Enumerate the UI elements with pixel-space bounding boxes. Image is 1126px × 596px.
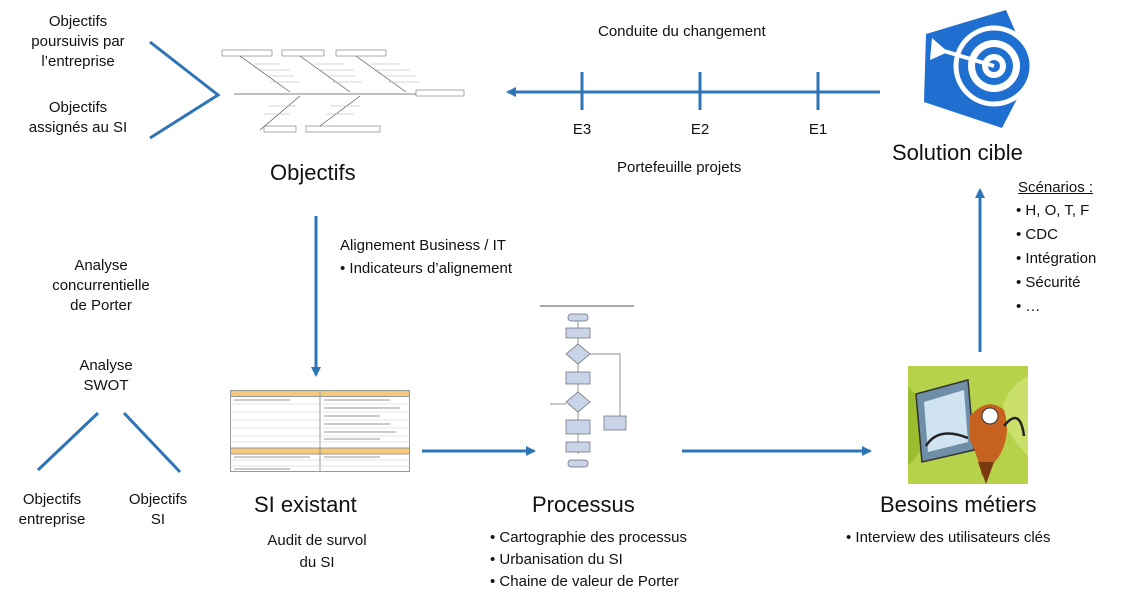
scenario-item: …: [1016, 295, 1096, 319]
processus-bullets: Cartographie des processus Urbanisation …: [490, 527, 687, 593]
scenario-item: Intégration: [1016, 247, 1096, 271]
processus-title: Processus: [532, 492, 635, 517]
objectifs-si-text: Objectifs assignés au SI: [28, 99, 128, 136]
alignement-bullets: Indicateurs d’alignement: [340, 258, 512, 280]
scenario-item: Sécurité: [1016, 271, 1096, 295]
fishbone-diagram-thumbnail: [221, 49, 465, 133]
si-existant-title: SI existant: [254, 492, 357, 517]
interview-clipart-icon: [908, 366, 1028, 484]
besoins-bullet: Interview des utilisateurs clés: [846, 527, 1050, 549]
solution-title: Solution cible: [892, 140, 1023, 165]
milestone-e1-label: E1: [808, 121, 828, 138]
swot-branch-left: [36, 411, 100, 472]
portefeuille-label: Portefeuille projets: [617, 159, 742, 176]
scenario-item: CDC: [1016, 223, 1096, 247]
objectives-chevron: [149, 40, 221, 140]
swot-analysis-text: Analyse SWOT: [79, 357, 133, 394]
target-icon: [924, 10, 1035, 128]
swot-branch-right: [122, 411, 182, 474]
scenarios-list: H, O, T, F CDC Intégration Sécurité …: [1016, 199, 1096, 319]
milestone-e2-label: E2: [690, 121, 710, 138]
swot-table-thumbnail: [230, 390, 410, 472]
objectifs-entreprise-text: Objectifs poursuivis par l’entreprise: [31, 13, 125, 70]
processus-bullet: Cartographie des processus: [490, 527, 687, 549]
scenarios-label: Scénarios :: [1018, 179, 1094, 196]
objectifs-si-leaf: Objectifs SI: [128, 491, 188, 528]
scenario-item: H, O, T, F: [1016, 199, 1096, 223]
si-existant-subtitle: Audit de survol du SI: [267, 532, 367, 571]
besoins-bullets: Interview des utilisateurs clés: [846, 527, 1050, 549]
objectifs-title: Objectifs: [270, 160, 356, 185]
alignement-label: Alignement Business / IT: [340, 237, 506, 254]
processus-bullet: Urbanisation du SI: [490, 549, 687, 571]
besoins-title: Besoins métiers: [880, 492, 1037, 517]
objectifs-entreprise-leaf: Objectifs entreprise: [18, 491, 86, 528]
conduite-label: Conduite du changement: [598, 23, 766, 40]
processus-bullet: Chaine de valeur de Porter: [490, 571, 687, 593]
milestone-e3-label: E3: [572, 121, 592, 138]
porter-analysis-text: Analyse concurrentielle de Porter: [52, 257, 150, 314]
flowchart-thumbnail: [540, 305, 634, 468]
alignement-bullet: Indicateurs d’alignement: [340, 258, 512, 280]
